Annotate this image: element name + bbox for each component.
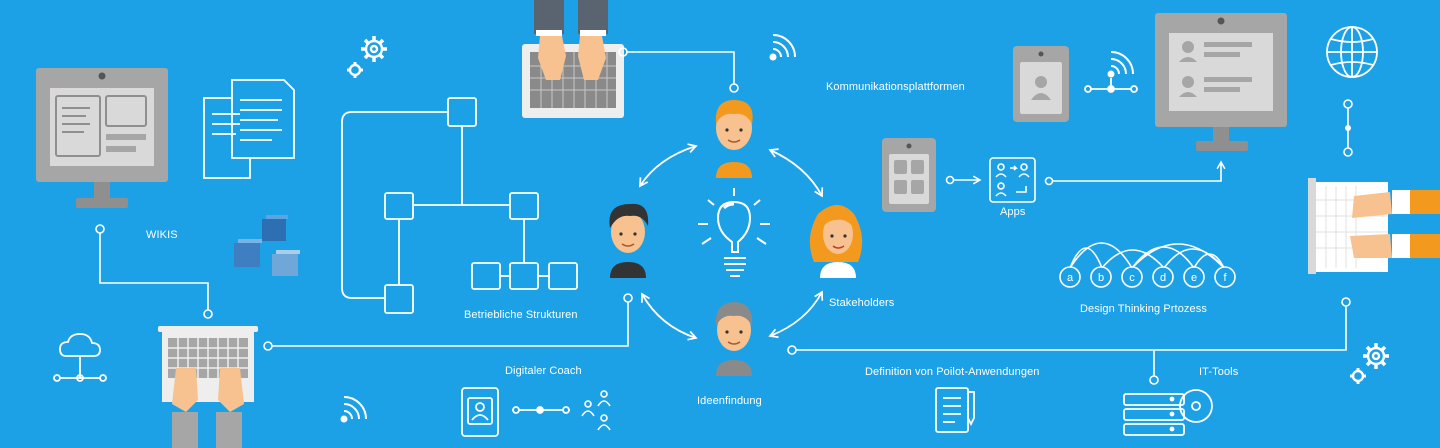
globe-icon (1326, 26, 1378, 78)
design-thinking-arcs (1069, 242, 1225, 269)
label-kommunikationsplattformen: Kommunikationsplattformen (826, 81, 965, 93)
step-circle (1214, 266, 1236, 288)
wiki-monitor-icon (36, 68, 168, 208)
laptop-hands-right-icon (1308, 178, 1440, 274)
digital-coach-tablet-icon (461, 387, 570, 437)
person-blonde-icon (809, 205, 863, 278)
label-design-thinking: Design Thinking Prtozess (1080, 303, 1207, 315)
person-orange-hair-icon (715, 100, 753, 178)
label-apps: Apps (1000, 206, 1026, 218)
step-circle (1183, 266, 1205, 288)
cubes-icon (234, 215, 300, 276)
step-circle (1059, 266, 1081, 288)
checklist-icon (935, 387, 975, 433)
person-dark-hair-icon (609, 203, 649, 278)
gears-icon (347, 36, 387, 78)
tablet-portrait-icon (1013, 46, 1069, 122)
apps-icon (989, 157, 1036, 203)
lightbulb-icon (698, 188, 770, 277)
step-label: f (1223, 272, 1227, 284)
laptop-typing-icon (522, 0, 624, 118)
step-label: b (1098, 272, 1104, 284)
documents-icon (203, 79, 295, 179)
label-digitaler-coach: Digitaler Coach (505, 365, 582, 377)
cycle-arrows (639, 143, 824, 341)
laptop-keyboard-icon (158, 326, 258, 448)
org-chart-icon (341, 97, 578, 314)
network-node-icon (1084, 78, 1138, 93)
wifi-icon (1107, 51, 1134, 78)
label-wikis: WIKIS (146, 229, 178, 241)
monitor-profiles-icon (1155, 13, 1287, 151)
step-label: c (1129, 272, 1135, 284)
people-group-icon (581, 390, 611, 431)
step-label: e (1191, 272, 1197, 284)
step-circle (1090, 266, 1112, 288)
gears-icon (1350, 343, 1389, 384)
step-label: d (1160, 272, 1166, 284)
cloud-network-icon (53, 333, 107, 382)
label-definition-pilot: Definition von Poilot-Anwendungen (865, 366, 1040, 378)
step-label: a (1067, 272, 1074, 284)
step-circle (1152, 266, 1174, 288)
design-thinking-steps: a b c d e f (1059, 266, 1236, 288)
wifi-icon (769, 34, 796, 61)
label-ideenfindung: Ideenfindung (697, 395, 762, 407)
step-circle (1121, 266, 1143, 288)
person-gray-hair-icon (715, 302, 753, 376)
label-betriebliche-strukturen: Betriebliche Strukturen (464, 309, 578, 321)
wifi-icon (340, 396, 367, 423)
server-icon (1123, 389, 1213, 436)
tablet-apps-icon (882, 138, 936, 212)
apps-connector (945, 160, 1226, 186)
label-stakeholders: Stakeholders (829, 297, 895, 309)
label-it-tools: IT-Tools (1199, 366, 1239, 378)
